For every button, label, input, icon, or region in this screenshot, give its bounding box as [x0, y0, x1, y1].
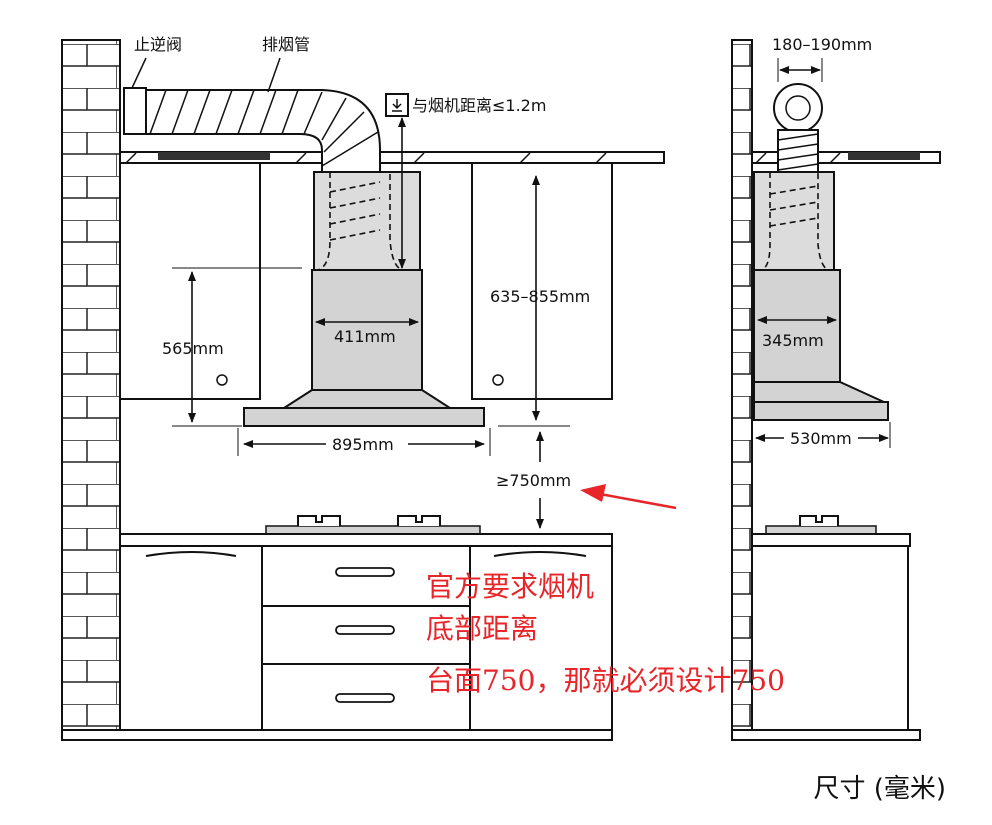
label-530mm: 530mm [790, 429, 852, 448]
label-exhaust-pipe: 排烟管 [262, 35, 310, 54]
red-annotation-line-1: 官方要求烟机 [426, 570, 595, 603]
inner-duct-coils [329, 181, 381, 241]
label-check-valve: 止逆阀 [134, 35, 182, 54]
gas-stove [265, 515, 481, 535]
side-chimney [753, 171, 835, 271]
front-view: 止逆阀 排烟管 与烟机距离≤1.2m 565mm 411mm 635–855mm… [61, 35, 677, 741]
side-duct-ribs [777, 133, 819, 171]
ceiling-hatch [125, 152, 607, 164]
red-annotation-line-3: 台面750，那就必须设计750 [426, 664, 785, 697]
side-inner-coils [769, 185, 819, 227]
side-floor [731, 729, 921, 741]
label-635-855mm: 635–855mm [490, 287, 590, 306]
side-hood-body [753, 269, 841, 383]
label-345mm: 345mm [762, 331, 824, 350]
side-base-cabinet [751, 545, 909, 731]
drawer-handle [335, 625, 395, 635]
ceiling-light [158, 152, 270, 160]
red-pointer-arrow [599, 492, 677, 510]
hood-skirt [280, 389, 454, 409]
check-valve [123, 87, 147, 135]
side-hood-canopy [753, 401, 889, 421]
base-cabinet-right [469, 545, 613, 731]
label-565mm: 565mm [162, 339, 224, 358]
side-ceiling-light [848, 152, 920, 160]
drawer-handle [335, 567, 395, 577]
label-180-190mm: 180–190mm [772, 35, 872, 54]
check-valve-leader [131, 57, 147, 89]
hood-canopy [243, 407, 485, 427]
label-895mm: 895mm [332, 435, 394, 454]
base-cabinet-left [119, 545, 263, 731]
cabinet-handle [145, 551, 237, 557]
exhaust-pipe [145, 89, 381, 176]
countertop [119, 533, 613, 547]
unit-caption: 尺寸 (毫米) [813, 774, 946, 804]
duct-inner-ring [785, 95, 811, 121]
label-411mm: 411mm [334, 327, 396, 346]
label-hood-distance: 与烟机距离≤1.2m [412, 96, 546, 115]
left-wall-cabinet [119, 162, 261, 400]
hood-body [311, 269, 423, 391]
side-countertop [751, 533, 911, 547]
side-view: 180–190mm 345mm 530mm [731, 35, 941, 741]
side-ceiling-hatch [755, 152, 841, 164]
side-brick-wall [731, 39, 753, 731]
label-750mm: ≥750mm [496, 471, 571, 490]
exhaust-pipe-leader [267, 57, 281, 93]
brick-wall [61, 39, 121, 731]
side-hood-slope [753, 381, 885, 403]
side-gas-stove [765, 515, 877, 535]
floor [61, 729, 613, 741]
outlet-arrow-icon [392, 99, 402, 112]
red-arrowhead [580, 484, 606, 502]
cabinet-handle [493, 551, 587, 557]
red-annotation-line-2: 底部距离 [426, 612, 539, 645]
pipe-ribs [149, 89, 379, 167]
right-wall-cabinet [471, 162, 613, 400]
drawer-handle [335, 693, 395, 703]
cabinet-knob [216, 374, 228, 386]
cabinet-knob [492, 374, 504, 386]
